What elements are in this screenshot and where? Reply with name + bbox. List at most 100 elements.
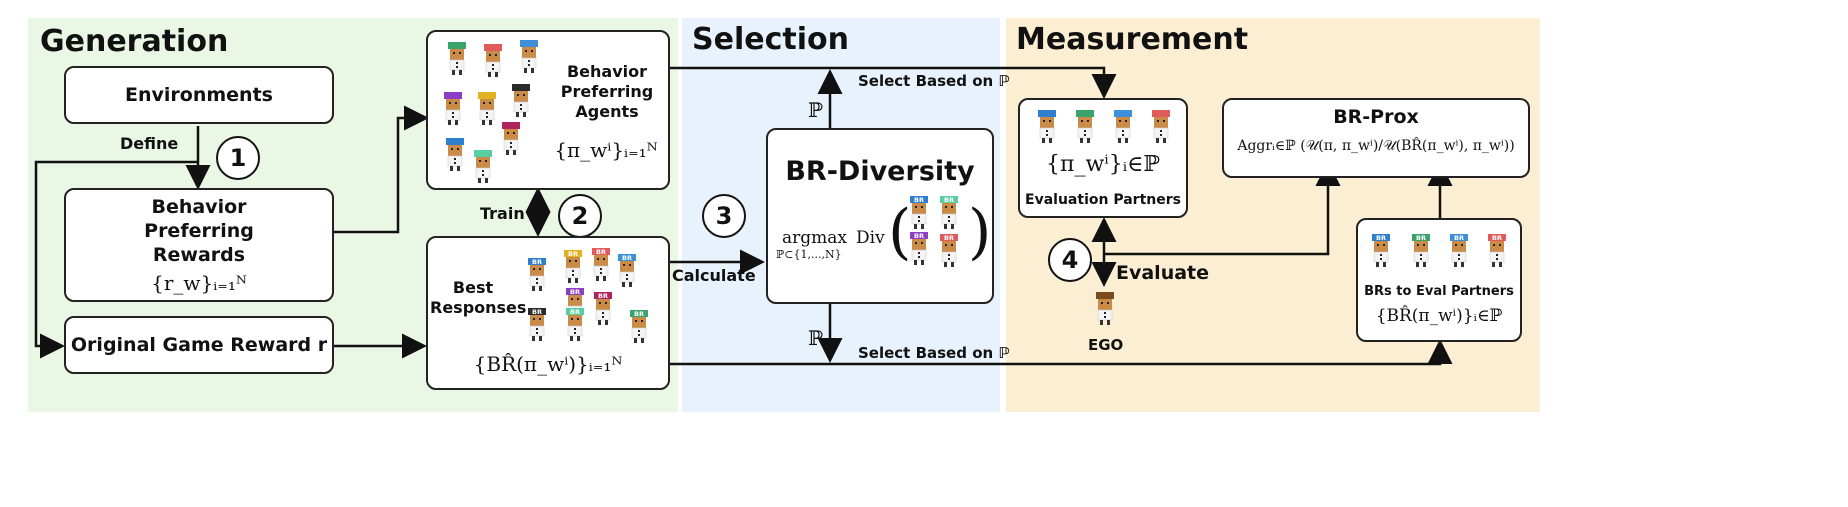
eval-partners-formula: {π_wⁱ}ᵢ∈ℙ <box>1046 152 1160 177</box>
original-reward-label: Original Game Reward r <box>70 334 328 356</box>
behavior-rewards-title: Behavior Preferring Rewards <box>144 196 254 266</box>
p-bottom-label: ℙ <box>808 326 824 350</box>
behavior-agents-box: Behavior Preferring Agents {π_wⁱ}ᵢ₌₁ᴺ <box>426 30 670 190</box>
agent-icon <box>1096 292 1114 325</box>
argmax-label: argmax <box>782 228 847 248</box>
svg-text:BR: BR <box>1454 234 1464 242</box>
step-4-circle: 4 <box>1048 238 1092 282</box>
br-agent-icon: BR <box>594 292 612 325</box>
right-paren: ) <box>968 197 992 267</box>
svg-text:BR: BR <box>914 196 924 204</box>
brs-eval-formula: {BR̂(π_wⁱ)}ᵢ∈ℙ <box>1375 306 1503 326</box>
br-agent-icon: BR <box>940 234 958 267</box>
environments-label: Environments <box>125 84 273 106</box>
measurement-title: Measurement <box>1016 22 1249 57</box>
step-1-number: 1 <box>229 144 247 172</box>
br-agent-icon: BR <box>566 308 584 341</box>
br-agent-icon: BR <box>910 196 928 229</box>
evaluate-label: Evaluate <box>1116 262 1210 284</box>
selection-title: Selection <box>692 22 849 57</box>
svg-text:BR: BR <box>914 232 924 240</box>
select-top-label: Select Based on ℙ <box>858 72 1010 90</box>
behavior-rewards-box: Behavior Preferring Rewards {r_w}ᵢ₌₁ᴺ <box>64 188 334 302</box>
br-agent-icon: BR <box>564 250 582 283</box>
br-agent-icon: BR <box>910 232 928 265</box>
argmax-subscript: ℙ⊂{1,...,N} <box>776 248 842 261</box>
br-agent-icon: BR <box>528 308 546 341</box>
step-4-number: 4 <box>1061 246 1079 274</box>
agents-group <box>428 32 548 192</box>
agent-icon <box>448 42 466 75</box>
behavior-rewards-formula: {r_w}ᵢ₌₁ᴺ <box>151 271 247 295</box>
brs-eval-box: BR BR BR BR BRs to Eval Partners {BR̂(π_wⁱ)… <box>1356 218 1522 342</box>
br-agent-icon: BR <box>940 196 958 229</box>
br-agents-group: BR BR BR BR BR BR BR BR BR <box>520 242 670 346</box>
br-agent-icon: BR <box>1372 234 1390 267</box>
original-reward-box: Original Game Reward r <box>64 316 334 374</box>
eval-agents-group <box>1028 106 1182 146</box>
svg-text:BR: BR <box>568 250 578 258</box>
svg-text:BR: BR <box>1492 234 1502 242</box>
step-3-number: 3 <box>715 202 733 230</box>
svg-text:BR: BR <box>944 196 954 204</box>
agent-icon <box>512 84 530 117</box>
svg-text:BR: BR <box>944 234 954 242</box>
select-bottom-label: Select Based on ℙ <box>858 344 1010 362</box>
svg-text:BR: BR <box>634 310 644 318</box>
agent-icon <box>1114 110 1132 143</box>
agent-icon <box>1038 110 1056 143</box>
br-agent-icon: BR <box>1412 234 1430 267</box>
ego-agent <box>1090 290 1120 330</box>
brs-agents-group: BR BR BR BR <box>1364 230 1518 274</box>
agent-icon <box>446 138 464 171</box>
br-agent-icon: BR <box>1450 234 1468 267</box>
best-responses-label: Best Responses <box>430 278 527 317</box>
agent-icon <box>1152 110 1170 143</box>
svg-text:BR: BR <box>570 288 580 296</box>
br-agent-icon: BR <box>1488 234 1506 267</box>
agent-icon <box>474 150 492 183</box>
svg-text:BR: BR <box>622 254 632 262</box>
environments-box: Environments <box>64 66 334 124</box>
br-prox-formula: Aggrᵢ∈ℙ (𝒰(π, π_wⁱ)/𝒰(BR̂(π_wⁱ), π_wⁱ)) <box>1237 138 1515 154</box>
train-label: Train <box>480 204 525 223</box>
br-diversity-title: BR-Diversity <box>785 156 975 187</box>
agent-icon <box>478 92 496 125</box>
br-agent-icon: BR <box>528 258 546 291</box>
br-agent-icon: BR <box>630 310 648 343</box>
br-diversity-box: BR-Diversity argmax ℙ⊂{1,...,N} Div ( BR… <box>766 128 994 304</box>
step-1-circle: 1 <box>216 136 260 180</box>
agent-icon <box>444 92 462 125</box>
brs-eval-label: BRs to Eval Partners <box>1364 284 1514 299</box>
generation-title: Generation <box>40 24 229 59</box>
svg-text:BR: BR <box>596 248 606 256</box>
calculate-label: Calculate <box>672 266 756 285</box>
agent-icon <box>1076 110 1094 143</box>
best-responses-formula: {BR̂(π_wⁱ)}ᵢ₌₁ᴺ <box>473 352 623 376</box>
svg-text:BR: BR <box>1416 234 1426 242</box>
agent-icon <box>502 122 520 155</box>
svg-text:BR: BR <box>532 308 542 316</box>
svg-text:BR: BR <box>1376 234 1386 242</box>
define-label: Define <box>120 134 179 153</box>
p-top-label: ℙ <box>808 98 824 122</box>
eval-partners-box: {π_wⁱ}ᵢ∈ℙ Evaluation Partners <box>1018 98 1188 218</box>
svg-text:BR: BR <box>598 292 608 300</box>
step-3-circle: 3 <box>702 194 746 238</box>
div-label: Div <box>856 228 885 248</box>
svg-text:BR: BR <box>570 308 580 316</box>
agent-icon <box>520 40 538 73</box>
step-2-circle: 2 <box>558 194 602 238</box>
br-prox-box: BR-Prox Aggrᵢ∈ℙ (𝒰(π, π_wⁱ)/𝒰(BR̂(π_wⁱ),… <box>1222 98 1530 178</box>
behavior-agents-label: Behavior Preferring Agents <box>560 62 654 121</box>
br-agent-icon: BR <box>592 248 610 281</box>
step-2-number: 2 <box>571 202 589 230</box>
eval-partners-label: Evaluation Partners <box>1025 192 1181 208</box>
best-responses-box: Best Responses BR BR BR BR BR BR BR BR BR {BR̂(π… <box>426 236 670 390</box>
div-agents-group: BR BR BR BR <box>908 196 966 272</box>
ego-label: EGO <box>1088 336 1124 354</box>
agent-icon <box>484 44 502 77</box>
br-prox-title: BR-Prox <box>1333 106 1419 128</box>
behavior-agents-formula: {π_wⁱ}ᵢ₌₁ᴺ <box>554 138 658 162</box>
